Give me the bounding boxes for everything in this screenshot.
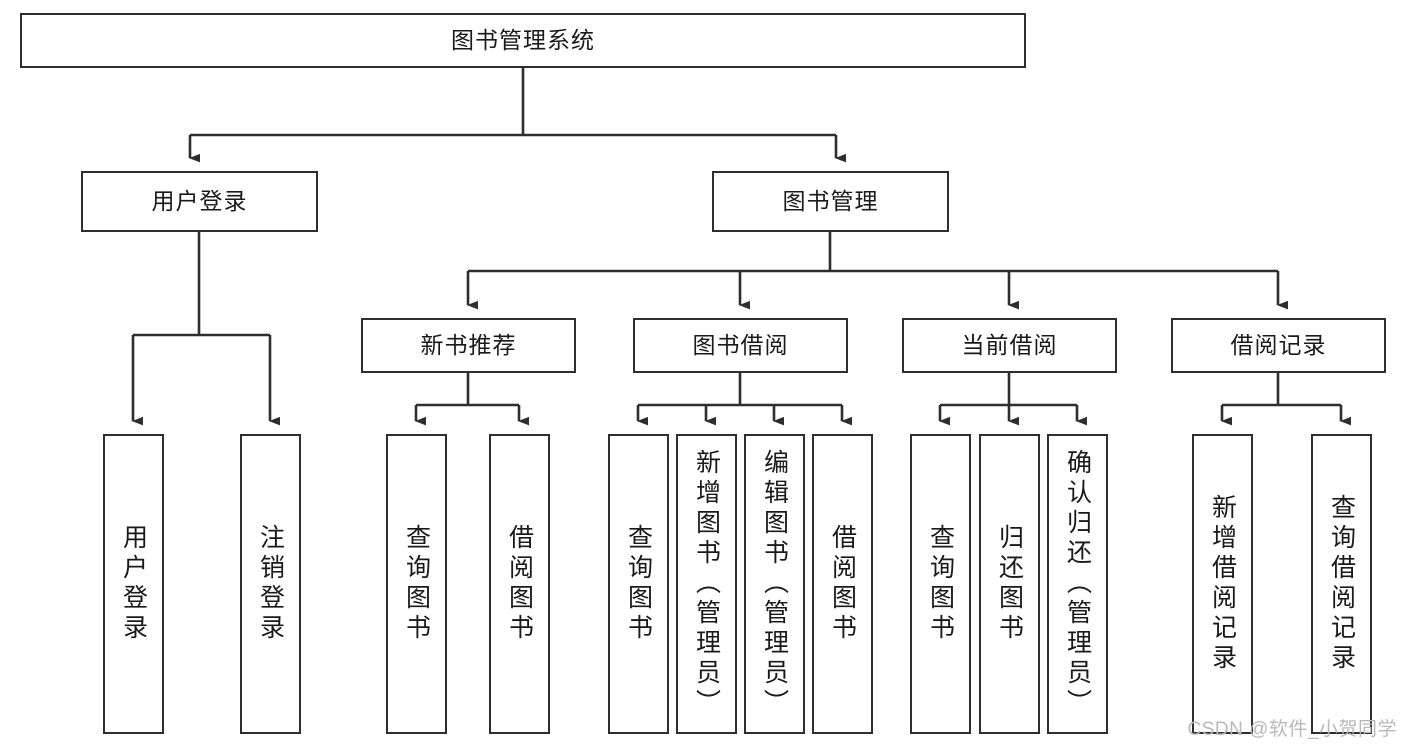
node-leaf-borrow-book-2[interactable]: 借阅图书 — [812, 434, 873, 734]
node-leaf-confirm-return[interactable]: 确认归还（管理员） — [1047, 434, 1108, 734]
node-label: 图书管理 — [782, 187, 879, 214]
node-label: 查询借阅记录 — [1327, 494, 1356, 674]
node-user-login[interactable]: 用户登录 — [81, 171, 318, 232]
node-label: 用户登录 — [119, 524, 148, 644]
node-label: 图书借阅 — [692, 331, 789, 358]
node-leaf-edit-book[interactable]: 编辑图书（管理员） — [744, 434, 805, 734]
node-leaf-query-book-1[interactable]: 查询图书 — [386, 434, 447, 734]
node-leaf-return-book[interactable]: 归还图书 — [979, 434, 1040, 734]
node-label: 借阅记录 — [1230, 331, 1327, 358]
node-leaf-borrow-book-1[interactable]: 借阅图书 — [489, 434, 550, 734]
node-leaf-user-login[interactable]: 用户登录 — [103, 434, 164, 734]
watermark: CSDN @软件_小贺同学 — [1187, 719, 1397, 740]
node-label: 查询图书 — [402, 524, 431, 644]
node-leaf-add-book[interactable]: 新增图书（管理员） — [676, 434, 737, 734]
node-label: 当前借阅 — [961, 331, 1058, 358]
node-root-system[interactable]: 图书管理系统 — [20, 13, 1026, 68]
node-leaf-logout-login[interactable]: 注销登录 — [240, 434, 301, 734]
node-book-borrow[interactable]: 图书借阅 — [633, 318, 848, 373]
node-label: 归还图书 — [995, 524, 1024, 644]
node-label: 查询图书 — [926, 524, 955, 644]
node-label: 编辑图书（管理员） — [760, 449, 789, 719]
node-label: 图书管理系统 — [451, 26, 595, 53]
node-label: 注销登录 — [256, 524, 285, 644]
node-leaf-query-book-2[interactable]: 查询图书 — [608, 434, 669, 734]
node-leaf-add-record[interactable]: 新增借阅记录 — [1192, 434, 1253, 734]
node-current-borrow[interactable]: 当前借阅 — [902, 318, 1117, 373]
node-label: 新书推荐 — [420, 331, 517, 358]
node-leaf-query-book-3[interactable]: 查询图书 — [910, 434, 971, 734]
node-borrow-record[interactable]: 借阅记录 — [1171, 318, 1386, 373]
node-label: 用户登录 — [151, 187, 248, 214]
node-label: 借阅图书 — [505, 524, 534, 644]
node-label: 确认归还（管理员） — [1063, 449, 1092, 719]
node-leaf-query-record[interactable]: 查询借阅记录 — [1311, 434, 1372, 734]
node-label: 查询图书 — [624, 524, 653, 644]
node-label: 新增借阅记录 — [1208, 494, 1237, 674]
node-label: 借阅图书 — [828, 524, 857, 644]
node-book-manage[interactable]: 图书管理 — [712, 171, 949, 232]
node-new-book-recommend[interactable]: 新书推荐 — [361, 318, 576, 373]
node-label: 新增图书（管理员） — [692, 449, 721, 719]
